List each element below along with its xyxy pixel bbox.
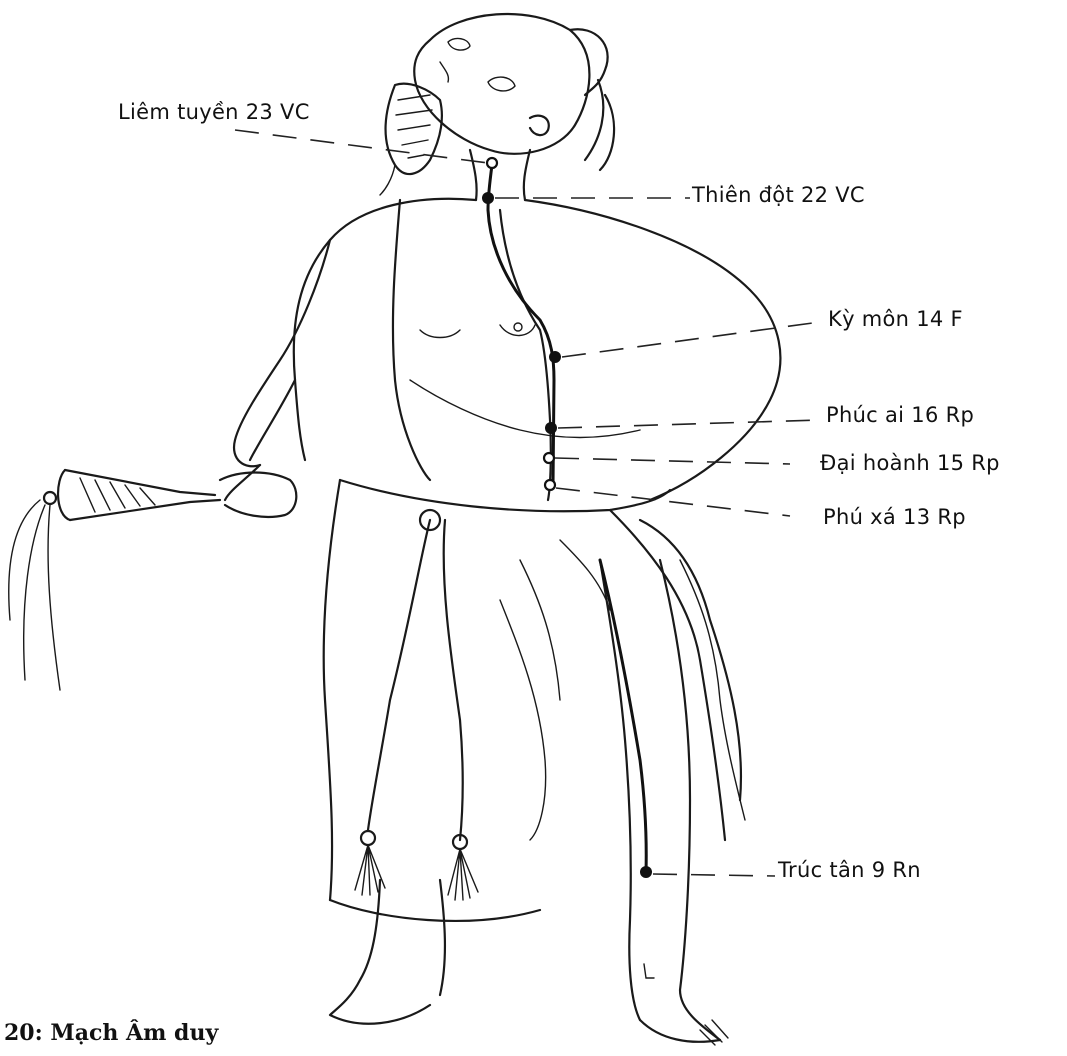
label-phuc-ai: Phúc ai 16 Rp bbox=[826, 403, 974, 427]
leader-liem-tuyen bbox=[235, 130, 488, 163]
point-dai-hoanh-marker bbox=[544, 453, 554, 463]
point-truc-tan-marker bbox=[640, 866, 652, 878]
label-phu-xa: Phú xá 13 Rp bbox=[823, 505, 966, 529]
leader-truc-tan bbox=[653, 874, 775, 876]
arm-and-whisk-drawing bbox=[9, 465, 297, 690]
legs-drawing bbox=[330, 560, 728, 1045]
point-phuc-ai-marker bbox=[545, 422, 557, 434]
leader-phuc-ai bbox=[558, 420, 820, 428]
leader-dai-hoanh bbox=[555, 458, 790, 464]
label-truc-tan: Trúc tân 9 Rn bbox=[778, 858, 921, 882]
point-ky-mon-marker bbox=[549, 351, 561, 363]
label-ky-mon: Kỳ môn 14 F bbox=[828, 307, 963, 331]
point-liem-tuyen-marker bbox=[487, 158, 497, 168]
label-thien-dot: Thiên đột 22 VC bbox=[692, 183, 865, 207]
head-drawing bbox=[380, 14, 614, 195]
label-dai-hoanh: Đại hoành 15 Rp bbox=[820, 451, 1000, 475]
label-liem-tuyen: Liêm tuyền 23 VC bbox=[118, 100, 310, 124]
point-phu-xa-marker bbox=[545, 480, 555, 490]
figure-caption: 20: Mạch Âm duy bbox=[4, 1020, 218, 1046]
point-thien-dot-marker bbox=[482, 192, 494, 204]
body-drawing bbox=[234, 150, 780, 921]
